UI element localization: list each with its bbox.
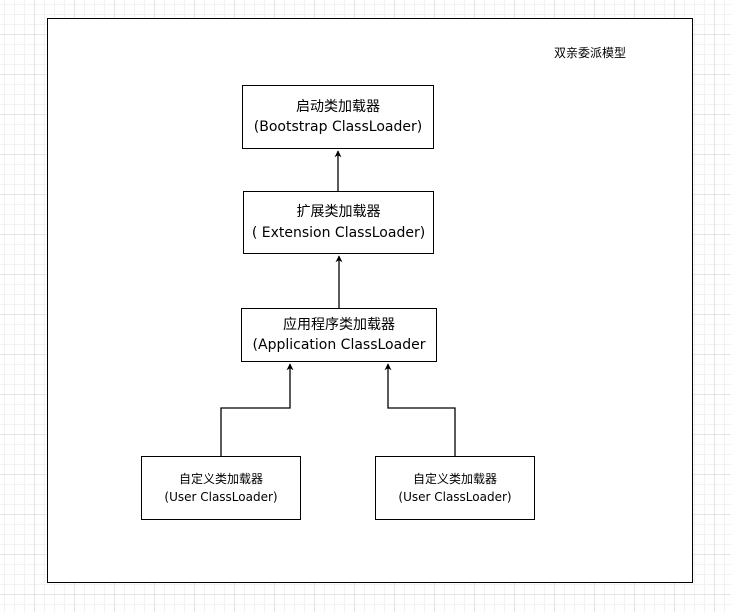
node-label-en: ( Extension ClassLoader) — [251, 224, 426, 241]
node-label-cn: 应用程序类加载器 — [283, 316, 395, 333]
node-label-en: (Application ClassLoader — [252, 337, 426, 353]
diagram-title: 双亲委派模型 — [554, 46, 627, 60]
node-label-en: (Bootstrap ClassLoader) — [253, 119, 423, 135]
node-label-en: (User ClassLoader) — [398, 490, 512, 504]
user-classloader-node-2[interactable]: 自定义类加载器 (User ClassLoader) — [375, 456, 535, 520]
user-classloader-node-1[interactable]: 自定义类加载器 (User ClassLoader) — [141, 456, 301, 520]
node-label-cn: 自定义类加载器 — [178, 472, 263, 486]
node-label-cn: 启动类加载器 — [296, 98, 380, 115]
application-classloader-node[interactable]: 应用程序类加载器 (Application ClassLoader — [241, 308, 437, 362]
node-label-en: (User ClassLoader) — [164, 490, 278, 504]
bootstrap-classloader-node[interactable]: 启动类加载器 (Bootstrap ClassLoader) — [242, 85, 434, 149]
extension-classloader-node[interactable]: 扩展类加载器 ( Extension ClassLoader) — [243, 191, 434, 254]
node-label-cn: 扩展类加载器 — [296, 204, 381, 221]
node-label-cn: 自定义类加载器 — [412, 472, 497, 486]
